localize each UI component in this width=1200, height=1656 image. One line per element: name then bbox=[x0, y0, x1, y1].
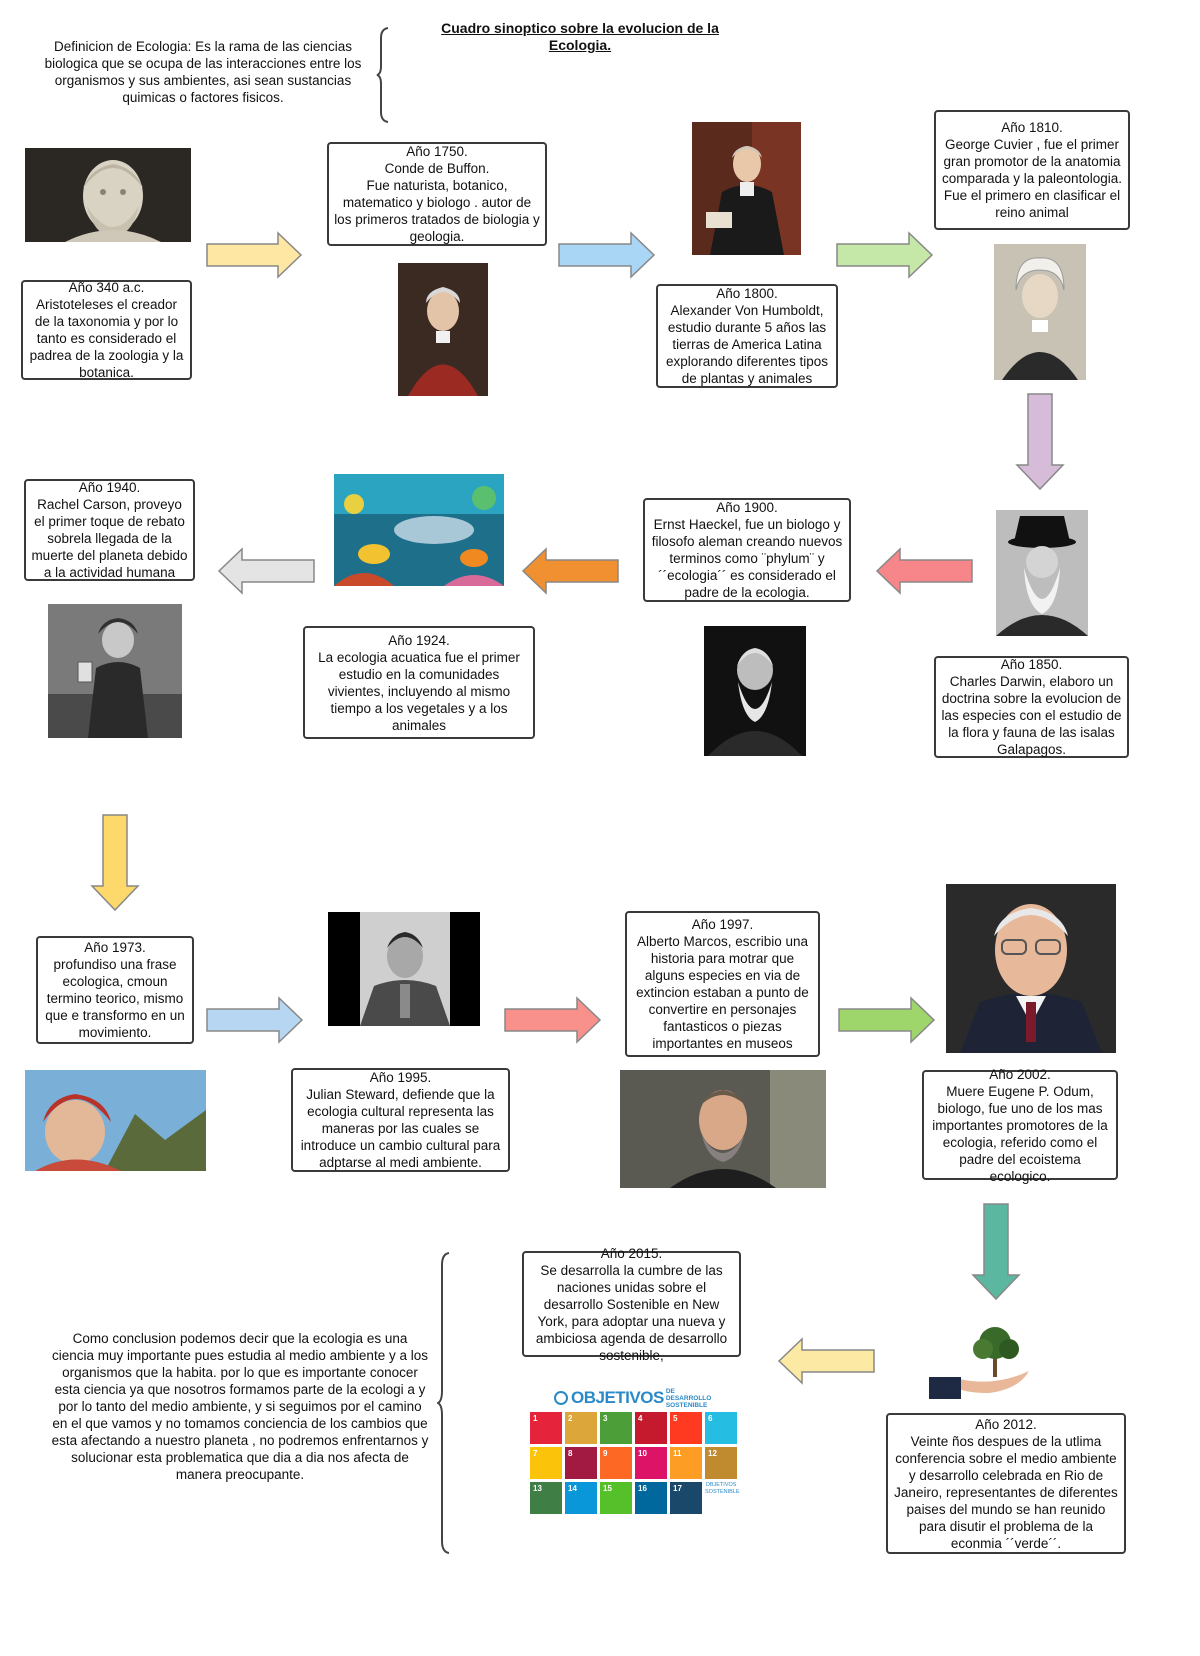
event-2002-box: Año 2002. Muere Eugene P. Odum, biologo,… bbox=[922, 1067, 1118, 1184]
arrow-left-paleyellow bbox=[777, 1337, 875, 1385]
buffon-portrait-image bbox=[398, 263, 488, 396]
event-1997-text: Año 1997. Alberto Marcos, escribio una h… bbox=[636, 917, 809, 1051]
event-1973-box: Año 1973. profundiso una frase ecologica… bbox=[36, 936, 194, 1044]
event-2012-box: Año 2012. Veinte ños despues de la utlim… bbox=[886, 1413, 1126, 1554]
arrow-left-orange bbox=[521, 547, 619, 595]
sdg-tile: 3 bbox=[600, 1412, 632, 1444]
arrow-right-lightblue bbox=[206, 996, 304, 1044]
conclusion-text: Como conclusion podemos decir que la eco… bbox=[51, 1331, 429, 1482]
definition-text: Definicion de Ecologia: Es la rama de la… bbox=[44, 39, 362, 105]
event-340-text: Año 340 a.c. Aristoteleses el creador de… bbox=[29, 280, 184, 380]
sdg-tile: 5 bbox=[670, 1412, 702, 1444]
arrow-down-gold bbox=[90, 814, 140, 912]
sdg-tile: 17 bbox=[670, 1482, 702, 1514]
sdg-tile: 13 bbox=[530, 1482, 562, 1514]
arrow-left-gray bbox=[217, 547, 315, 595]
sdg-tile: 14 bbox=[565, 1482, 597, 1514]
sdg-tile: 11 bbox=[670, 1447, 702, 1479]
sdg-logo-tile: OBJETIVOS SOSTENIBLE bbox=[705, 1482, 740, 1514]
event-1800-text: Año 1800. Alexander Von Humboldt, estudi… bbox=[665, 286, 829, 386]
odum-portrait-image bbox=[946, 884, 1116, 1053]
arrow-left-salmon bbox=[875, 547, 973, 595]
event-1810-box: Año 1810. George Cuvier , fue el primer … bbox=[934, 110, 1130, 230]
aristotle-bust-image bbox=[25, 148, 191, 242]
steward-portrait-image bbox=[328, 912, 480, 1026]
event-2012-text: Año 2012. Veinte ños despues de la utlim… bbox=[894, 1416, 1118, 1551]
event-1924-box: Año 1924. La ecologia acuatica fue el pr… bbox=[303, 626, 535, 739]
event-2015-text: Año 2015. Se desarrolla la cumbre de las… bbox=[535, 1245, 728, 1363]
sdg-tile: 10 bbox=[635, 1447, 667, 1479]
event-1750-text: Año 1750. Conde de Buffon. Fue naturista… bbox=[334, 144, 540, 244]
event-1995-box: Año 1995. Julian Steward, defiende que l… bbox=[291, 1068, 510, 1172]
alberto-marcos-image bbox=[620, 1070, 826, 1188]
sdg-tile: 4 bbox=[635, 1412, 667, 1444]
sdg-header: OBJETIVOS DE DESARROLLO SOSTENIBLE bbox=[554, 1387, 720, 1409]
sdg-tile: 15 bbox=[600, 1482, 632, 1514]
sdg-tile: 2 bbox=[565, 1412, 597, 1444]
sdg-tile: 8 bbox=[565, 1447, 597, 1479]
event-1997-box: Año 1997. Alberto Marcos, escribio una h… bbox=[625, 911, 820, 1057]
sdg-tile: 9 bbox=[600, 1447, 632, 1479]
arrow-down-teal bbox=[971, 1203, 1021, 1301]
aquatic-life-image bbox=[334, 474, 504, 586]
event-1900-text: Año 1900. Ernst Haeckel, fue un biologo … bbox=[651, 500, 843, 600]
arrow-right-blue bbox=[558, 231, 656, 279]
arrow-right-green bbox=[836, 231, 934, 279]
definition-brace bbox=[376, 26, 392, 124]
darwin-portrait-image bbox=[996, 510, 1088, 636]
event-1850-text: Año 1850. Charles Darwin, elaboro un doc… bbox=[941, 657, 1122, 757]
cuvier-portrait-image bbox=[994, 244, 1086, 380]
un-emblem-icon bbox=[554, 1391, 568, 1405]
sdg-tile: 7 bbox=[530, 1447, 562, 1479]
hand-holding-tree-image bbox=[929, 1325, 1031, 1401]
event-1750-box: Año 1750. Conde de Buffon. Fue naturista… bbox=[327, 142, 547, 246]
rachel-carson-image bbox=[48, 604, 182, 738]
event-2002-text: Año 2002. Muere Eugene P. Odum, biologo,… bbox=[932, 1066, 1108, 1184]
event-1850-box: Año 1850. Charles Darwin, elaboro un doc… bbox=[934, 656, 1129, 758]
event-1940-box: Año 1940. Rachel Carson, proveyo el prim… bbox=[24, 479, 195, 581]
arrow-right-lime bbox=[838, 996, 936, 1044]
sdg-heading: OBJETIVOS bbox=[571, 1388, 664, 1407]
event-340-box: Año 340 a.c. Aristoteleses el creador de… bbox=[21, 280, 192, 380]
sdg-tile: 1 bbox=[530, 1412, 562, 1444]
sdg-tile: 16 bbox=[635, 1482, 667, 1514]
sdg-subheading: DE DESARROLLO SOSTENIBLE bbox=[665, 1387, 712, 1409]
arrow-right-yellow bbox=[206, 231, 303, 279]
haeckel-portrait-image bbox=[704, 626, 806, 756]
arrow-down-purple bbox=[1015, 393, 1065, 491]
event-2015-box: Año 2015. Se desarrolla la cumbre de las… bbox=[522, 1246, 741, 1363]
sdg-tile: 6 bbox=[705, 1412, 737, 1444]
event-1995-text: Año 1995. Julian Steward, defiende que l… bbox=[300, 1070, 501, 1170]
humboldt-portrait-image bbox=[692, 122, 801, 255]
arrow-right-red bbox=[504, 996, 602, 1044]
event-1800-box: Año 1800. Alexander Von Humboldt, estudi… bbox=[656, 284, 838, 388]
event-1900-box: Año 1900. Ernst Haeckel, fue un biologo … bbox=[643, 498, 851, 602]
event-1940-text: Año 1940. Rachel Carson, proveyo el prim… bbox=[31, 480, 188, 580]
elderly-man-hat-image bbox=[25, 1070, 206, 1171]
event-1810-text: Año 1810. George Cuvier , fue el primer … bbox=[941, 120, 1123, 220]
conclusion-brace bbox=[435, 1251, 453, 1555]
event-1973-text: Año 1973. profundiso una frase ecologica… bbox=[45, 940, 185, 1040]
sdg-tile: 12 bbox=[705, 1447, 737, 1479]
event-1924-text: Año 1924. La ecologia acuatica fue el pr… bbox=[318, 632, 520, 733]
page-title: Cuadro sinoptico sobre la evolucion de l… bbox=[441, 20, 719, 53]
